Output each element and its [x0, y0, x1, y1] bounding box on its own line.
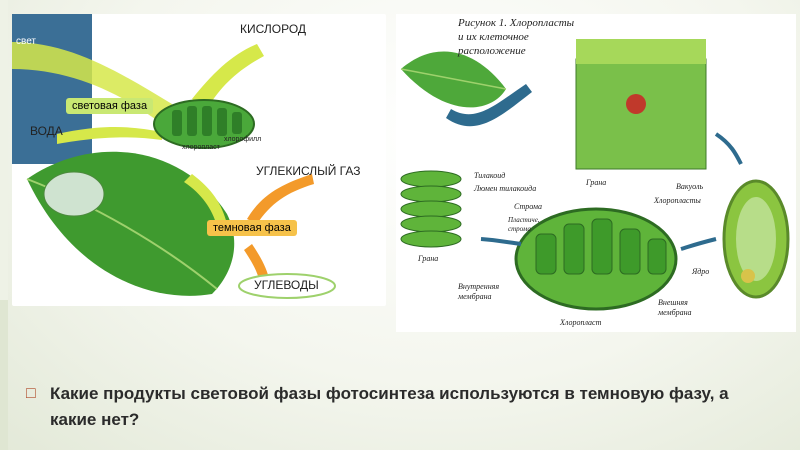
leaf-cell-detail — [43, 171, 105, 217]
water-arrow — [57, 127, 162, 144]
carbohydrates-cloud — [238, 273, 336, 299]
outer-membrane-label-2: мембрана — [658, 308, 692, 317]
outer-membrane-label-1: Внешняя — [658, 298, 688, 307]
nucleus-label: Ядро — [692, 267, 710, 276]
light-label: свет — [16, 36, 37, 47]
leaf-tissue — [575, 58, 707, 170]
inner-membrane-label-2: мембрана — [458, 292, 492, 301]
plastid-stroma-label-2: строма — [508, 225, 531, 233]
chloroplast-caption: Хлоропласт — [560, 318, 602, 327]
caption-line-3: расположение — [458, 45, 526, 57]
grana-left-label: Грана — [418, 254, 439, 263]
chloroplast-illustration — [400, 39, 790, 311]
inner-membrane-label-1: Внутренняя — [458, 282, 500, 291]
accent-bar-lower — [0, 300, 8, 450]
oxygen-label: КИСЛОРОД — [240, 22, 307, 36]
vacuole-label: Вакуоль — [676, 182, 704, 191]
tissue-to-cell-arrow — [714, 132, 743, 165]
thylakoid-lumen-label: Люмен тилакоида — [474, 184, 537, 193]
chloroplast-to-granum-arrow — [480, 237, 522, 246]
chlorophyll-label: хлорофилл — [224, 136, 262, 143]
chloroplast-label: хлоропласт — [182, 144, 220, 151]
light-phase-box: световая фаза — [66, 98, 154, 114]
nucleus-shape — [741, 269, 755, 283]
thylakoid-label: Тилакоид — [474, 171, 506, 180]
plastid-stroma-label-1: Пластиче, — [508, 216, 540, 224]
photosynthesis-diagram: свет КИСЛОРОД световая фаза ВОДА хлорофи… — [12, 14, 386, 306]
caption-line-2: и их клеточное — [458, 31, 529, 43]
oxygen-arrow — [192, 44, 264, 109]
photosynthesis-illustration — [12, 14, 336, 299]
leaf-shape — [27, 151, 235, 296]
caption-line-1: Рисунок 1. Хлоропласты — [458, 17, 575, 29]
grana-top-label: Грана — [586, 178, 607, 187]
chloroplast-structure-diagram: Рисунок 1. Хлоропласты и их клеточное ра… — [396, 14, 796, 332]
down-arrow — [184, 174, 227, 226]
co2-label: УГЛЕКИСЛЫЙ ГАЗ — [256, 164, 361, 178]
granum-stack — [400, 170, 462, 248]
accent-bar — [0, 0, 8, 450]
stroma-label: Строма — [514, 202, 543, 211]
leaf-to-tissue-arrow — [446, 84, 532, 127]
box-bullet-icon: □ — [26, 385, 36, 402]
co2-arrow — [247, 174, 314, 224]
chloroplasts-label: Хлоропласты — [654, 196, 701, 205]
dark-phase-box: темновая фаза — [207, 220, 297, 236]
tissue-cell-highlight — [626, 94, 646, 114]
chloroplast-granum-stacks — [535, 218, 667, 275]
water-label: ВОДА — [30, 124, 63, 138]
carbohydrates-label: УГЛЕВОДЫ — [254, 278, 319, 292]
carbohydrate-arrow — [244, 244, 270, 284]
leaf-epidermis — [576, 39, 706, 64]
vacuole-shape — [736, 197, 776, 281]
question-text: Какие продукты световой фазы фотосинтеза… — [50, 384, 729, 429]
right-leaf-vein — [400, 68, 507, 90]
cell-to-chloroplast-arrow — [680, 237, 717, 251]
chloroplast-grana — [172, 106, 242, 136]
